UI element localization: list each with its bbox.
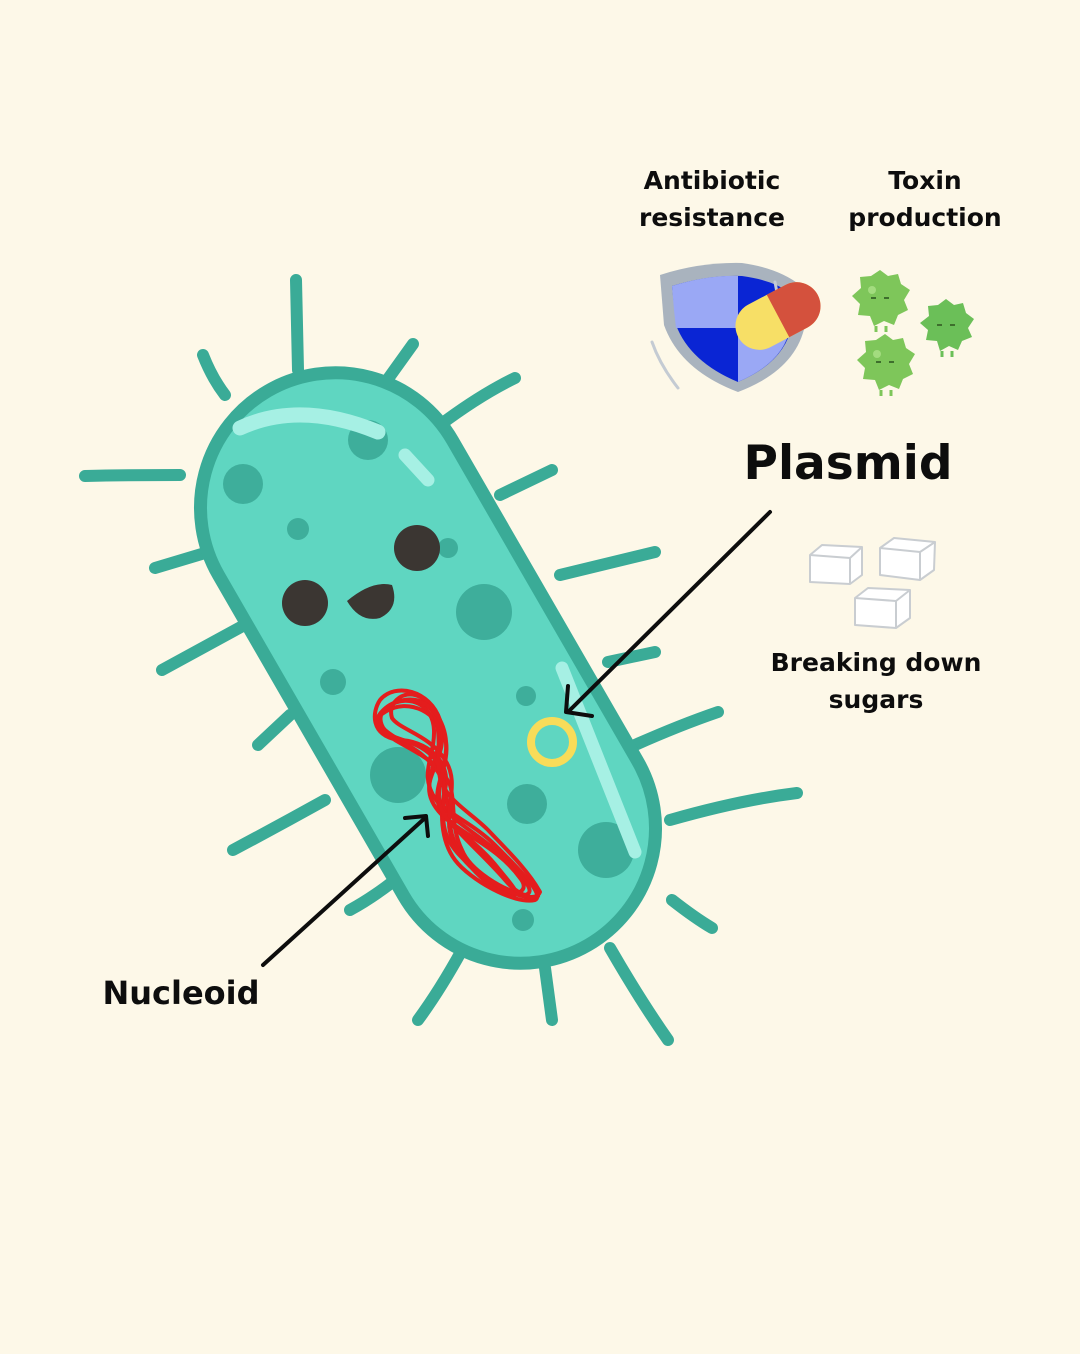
- sugar-cube-1: [809, 544, 863, 585]
- nucleoid-arrow: [261, 814, 430, 967]
- cell-highlights: [232, 407, 642, 859]
- label-antibiotic-resistance: Antibiotic resistance: [622, 162, 802, 236]
- cytoplasm-spots: [223, 420, 634, 931]
- nucleoid-dna: [372, 688, 542, 903]
- flagella: [79, 274, 803, 1046]
- label-breaking-down-sugars: Breaking down sugars: [760, 644, 992, 718]
- plasmid-arrow: [564, 510, 772, 718]
- toxin-2: [920, 299, 974, 357]
- label-plasmid: Plasmid: [743, 436, 953, 491]
- label-sugars-line2: sugars: [828, 685, 924, 714]
- label-nucleoid: Nucleoid: [102, 974, 260, 1012]
- mouth: [347, 584, 395, 619]
- label-sugars-line1: Breaking down: [770, 648, 982, 677]
- toxin-1: [852, 270, 910, 332]
- pill-icon: [735, 282, 821, 350]
- toxin-3: [857, 334, 915, 396]
- toxin-icon: [852, 270, 974, 396]
- label-antibiotic-line2: resistance: [638, 203, 785, 232]
- sugar-cube-icon: [809, 537, 936, 629]
- plasmid-ring: [527, 717, 577, 767]
- bacterium-face: [282, 525, 440, 626]
- left-eye: [282, 580, 328, 626]
- label-toxin-line2: production: [848, 203, 1002, 232]
- sugar-cube-3: [854, 587, 911, 629]
- sugar-cube-2: [879, 537, 936, 581]
- label-toxin-line1: Toxin: [888, 166, 962, 195]
- right-eye: [394, 525, 440, 571]
- label-antibiotic-line1: Antibiotic: [643, 166, 781, 195]
- label-toxin-production: Toxin production: [830, 162, 1020, 236]
